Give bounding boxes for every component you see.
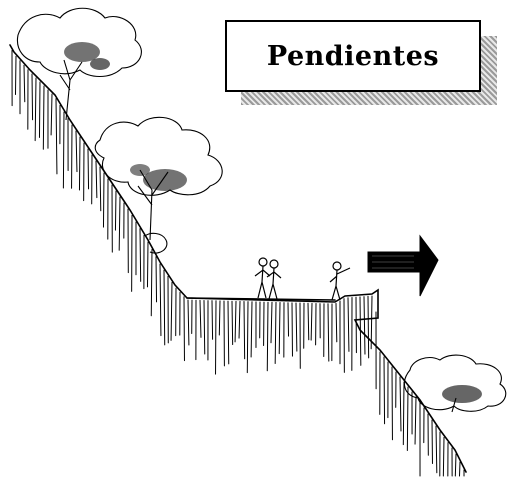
hatch-line	[62, 111, 65, 189]
hatch-line	[454, 453, 457, 477]
tree-icon	[16, 7, 142, 121]
hatch-line	[234, 300, 237, 343]
hatch-line	[203, 299, 206, 355]
hatch-line	[139, 228, 142, 282]
hatch-line	[50, 93, 53, 136]
hatch-line	[406, 386, 409, 451]
title-box: Pendientes	[225, 20, 481, 92]
slope-hatching	[11, 50, 465, 477]
hatch-line	[238, 300, 241, 339]
hatch-line	[159, 263, 162, 337]
ground-profile	[9, 44, 467, 473]
hatch-line	[414, 396, 417, 445]
hatch-line	[150, 248, 153, 317]
hatch-line	[75, 130, 78, 173]
hatch-line	[146, 241, 149, 288]
hatch-line	[78, 136, 81, 191]
hatch-line	[442, 436, 445, 477]
people-figures	[254, 257, 351, 301]
hatch-line	[95, 160, 98, 199]
hatch-line	[399, 376, 402, 432]
hatch-line	[243, 301, 246, 360]
hatch-line	[363, 296, 366, 355]
hatch-line	[367, 295, 370, 359]
hatch-line	[118, 196, 121, 251]
hatch-line	[218, 300, 221, 336]
hatch-line	[347, 297, 350, 352]
hatch-line	[278, 302, 281, 355]
hatch-line	[55, 98, 58, 175]
person-icon	[329, 261, 351, 301]
hatch-line	[23, 64, 26, 103]
hatch-line	[359, 296, 362, 366]
hatch-line	[295, 302, 298, 352]
hatch-line	[99, 166, 102, 212]
hatch-line	[246, 301, 249, 374]
hatch-line	[335, 302, 338, 343]
hatch-line	[34, 77, 37, 142]
hatch-line	[307, 302, 310, 341]
hatch-line	[327, 303, 330, 362]
hatch-line	[14, 55, 17, 95]
hatch-line	[402, 381, 405, 446]
page-title: Pendientes	[266, 40, 440, 72]
hatch-line	[250, 301, 253, 358]
hatch-line	[31, 73, 34, 121]
hatch-line	[370, 295, 373, 350]
hatch-line	[435, 425, 438, 474]
hatch-line	[227, 300, 230, 365]
arrow-right-icon	[367, 234, 439, 297]
hatch-line	[87, 148, 90, 190]
hatch-line	[155, 256, 158, 303]
hatch-line	[199, 299, 202, 338]
tree-icon	[403, 354, 507, 413]
tree-foliage-dark	[442, 385, 482, 403]
hatch-line	[310, 302, 313, 341]
hatch-line	[211, 300, 214, 340]
tree-icon	[94, 116, 223, 254]
hatch-line	[266, 301, 269, 372]
hatch-line	[163, 269, 166, 346]
hatch-line	[287, 302, 290, 337]
hatch-line	[383, 356, 386, 425]
hatch-line	[187, 299, 190, 346]
tree-foliage-dark	[130, 164, 187, 191]
hatch-line	[102, 172, 105, 228]
hatch-line	[274, 301, 277, 364]
hatch-line	[231, 300, 234, 346]
person-icon	[266, 259, 282, 300]
hatch-line	[114, 190, 117, 231]
hatch-line	[42, 85, 45, 150]
tree-foliage-dark	[64, 42, 110, 70]
hatch-line	[38, 81, 41, 138]
hatch-line	[170, 281, 173, 341]
hatch-line	[270, 301, 273, 344]
person-icon	[254, 257, 271, 299]
